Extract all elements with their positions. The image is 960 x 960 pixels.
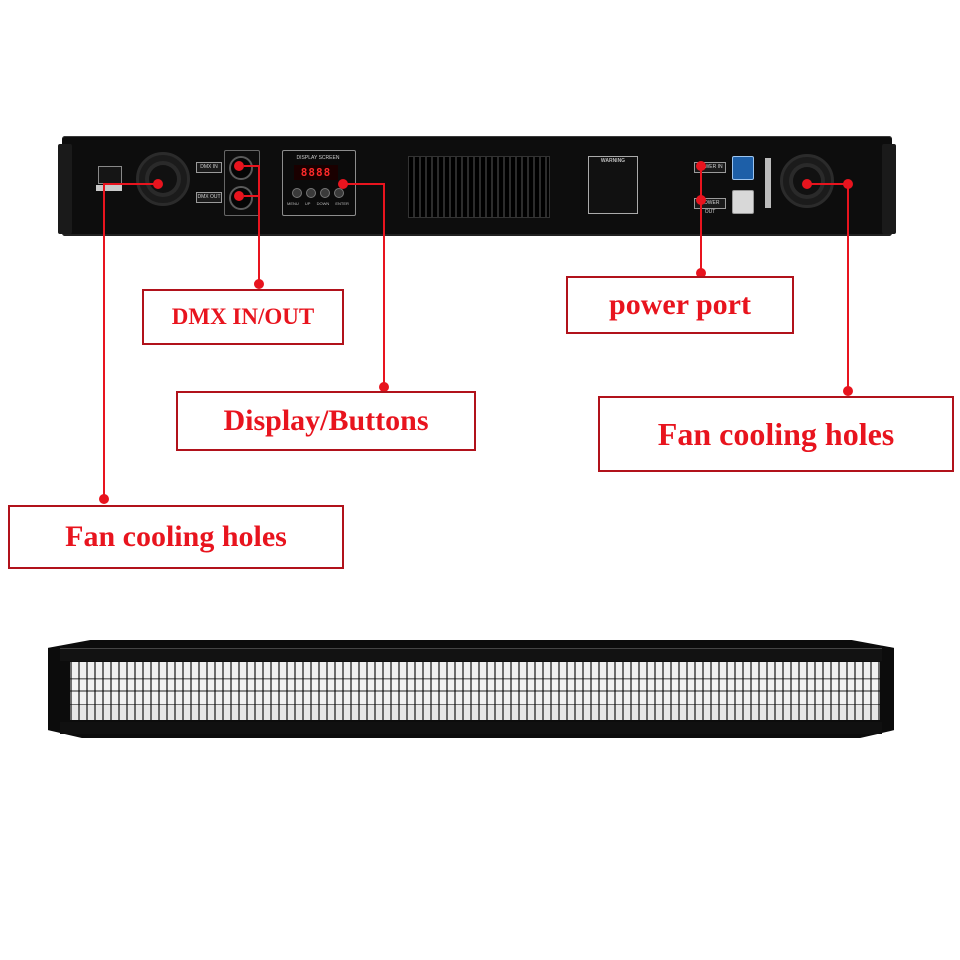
display-readout: 8888 (294, 165, 338, 180)
dmx-callout-line (244, 165, 259, 167)
led-array (70, 662, 880, 720)
display-buttons-callout-label: Display/Buttons (176, 391, 476, 451)
right-end-cap (882, 144, 896, 234)
fan-left-callout-dot (99, 494, 109, 504)
dmx-callout-dot (254, 279, 264, 289)
fan-right-callout-line (808, 183, 848, 185)
up-button-label: UP (304, 201, 311, 206)
fan-right-callout-dot (843, 179, 853, 189)
left-label-sticker (96, 185, 122, 191)
display-header: DISPLAY SCREEN (296, 155, 340, 161)
menu-button-label: MENU (287, 201, 299, 206)
display-callout-dot (338, 179, 348, 189)
dmx-callout-line (244, 195, 259, 197)
fan-left-callout-dot (153, 179, 163, 189)
fan-right-callout-dot (802, 179, 812, 189)
fan-right-callout-label: Fan cooling holes (598, 396, 954, 472)
fan-left-callout-line (103, 183, 105, 499)
left-end-cap (58, 144, 72, 234)
fan-left-callout-line (104, 183, 156, 185)
dmx-in-label: DMX IN (196, 162, 222, 173)
led-bar-bottom-rim (60, 722, 882, 734)
menu-button[interactable] (292, 188, 302, 198)
power-callout-dot (696, 268, 706, 278)
led-bar-top-rim (60, 648, 882, 661)
power-port-callout-label: power port (566, 276, 794, 334)
fan-right-callout-line (847, 185, 849, 390)
power-out-label: POWER OUT (694, 198, 726, 215)
fan-right-callout-dot (843, 386, 853, 396)
display-callout-line (344, 183, 384, 185)
power-callout-line (700, 166, 702, 274)
power-in-connector (732, 156, 754, 180)
rear-vent-slots (408, 156, 550, 218)
dmx-callout-line (258, 165, 260, 285)
power-out-connector (732, 190, 754, 214)
enter-button-label: ENTER (335, 201, 349, 206)
warning-sticker: WARNING (588, 156, 638, 214)
dmx-callout-dot (234, 191, 244, 201)
enter-button[interactable] (334, 188, 344, 198)
down-button-label: DOWN (316, 201, 330, 206)
dmx-callout-dot (234, 161, 244, 171)
dmx-callout-label: DMX IN/OUT (142, 289, 344, 345)
dmx-out-label: DMX OUT (196, 192, 222, 203)
right-fan-label (765, 158, 771, 208)
warning-title: WARNING (600, 158, 626, 164)
display-callout-dot (379, 382, 389, 392)
up-button[interactable] (306, 188, 316, 198)
left-fan-grille (136, 152, 190, 206)
power-in-label: POWER IN (694, 162, 726, 173)
left-switch-block (98, 166, 122, 184)
down-button[interactable] (320, 188, 330, 198)
display-callout-line (383, 183, 385, 388)
button-label-row: MENU UP DOWN ENTER (284, 200, 352, 208)
fan-left-callout-label: Fan cooling holes (8, 505, 344, 569)
